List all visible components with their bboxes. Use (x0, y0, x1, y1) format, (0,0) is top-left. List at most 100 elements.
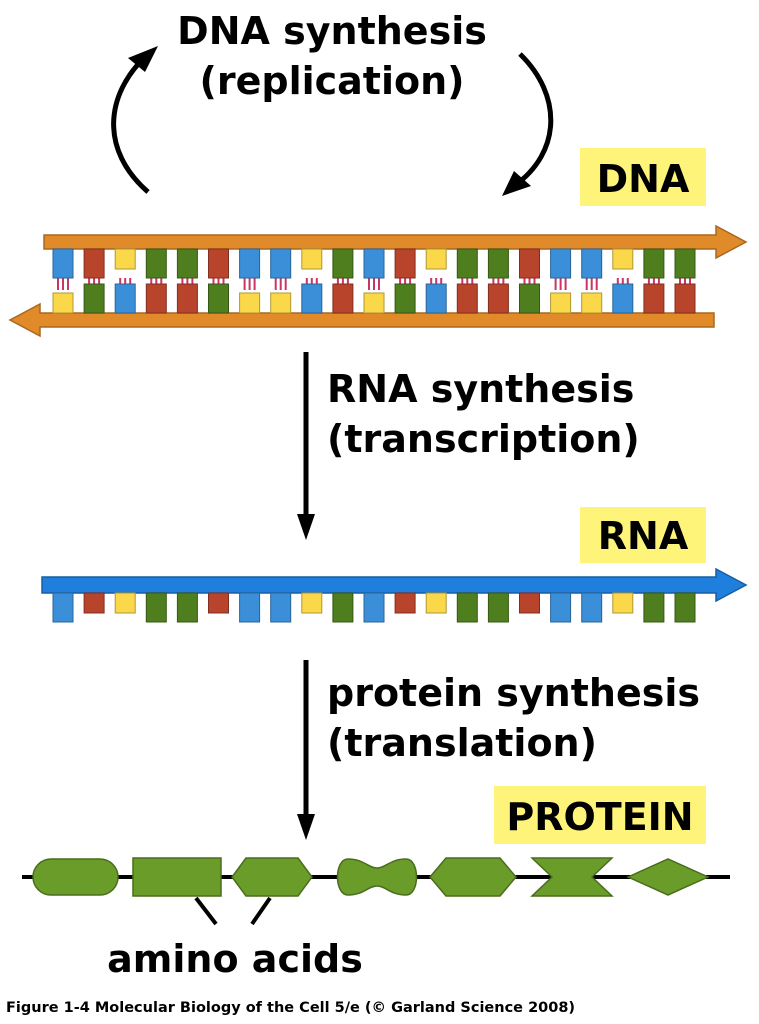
dna-base-pair (643, 248, 665, 314)
dna-base-pair (581, 248, 603, 314)
dna-bottom-base (239, 292, 261, 314)
amino-acid-bowtie (530, 857, 614, 897)
rna-base (363, 592, 385, 623)
dna-bottom-base (52, 292, 74, 314)
rna-label-box: RNA (580, 507, 706, 563)
dna-top-base (239, 248, 261, 279)
translation-label-line2: (translation) (327, 721, 597, 765)
dna-base-pair (208, 248, 229, 314)
dna-base-pair (145, 248, 167, 314)
dna-top-base (114, 248, 136, 270)
dna-bottom-base (301, 283, 323, 314)
dna-top-base (52, 248, 74, 279)
dna-base-pair (394, 248, 416, 314)
amino-acid-rectangle (132, 857, 222, 897)
dna-bottom-base (114, 283, 136, 314)
amino-acids-pointers (194, 896, 272, 926)
replication-label-line1: DNA synthesis (177, 9, 487, 53)
rna-base (456, 592, 478, 623)
dna-bottom-base (550, 292, 572, 314)
rna-single-strand (41, 567, 748, 623)
dna-base-pair (114, 248, 136, 314)
dna-base-pair (332, 248, 354, 314)
dna-top-base (332, 248, 354, 279)
rna-base (176, 592, 198, 623)
dna-top-base (612, 248, 634, 270)
dna-label-box: DNA (580, 148, 706, 206)
dna-base-pair (239, 248, 261, 314)
dna-bottom-base (176, 283, 198, 314)
dna-base-pair (550, 248, 572, 314)
dna-base-pair (176, 248, 198, 314)
dna-base-pair (363, 248, 385, 314)
rna-label: RNA (598, 514, 689, 558)
dna-double-strand (8, 224, 748, 338)
dna-bottom-base (208, 283, 229, 314)
replication-arrow-right (502, 52, 554, 196)
rna-base (581, 592, 603, 623)
amino-acid-capsule (32, 858, 119, 896)
dna-label: DNA (597, 157, 690, 201)
dna-base-pair (83, 248, 105, 314)
rna-base (301, 592, 323, 614)
rna-base (394, 592, 416, 614)
dna-base-pair (301, 248, 323, 314)
dna-top-base (456, 248, 478, 279)
dna-top-base (550, 248, 572, 279)
dna-base-pair (612, 248, 634, 314)
dna-top-base (487, 248, 509, 279)
dna-top-base (581, 248, 603, 279)
amino-acid-hexagon (429, 857, 517, 897)
dna-top-base (145, 248, 167, 279)
dna-base-pair (674, 248, 696, 314)
protein-label-box: PROTEIN (494, 786, 706, 844)
rna-base (643, 592, 665, 623)
protein-chain (22, 857, 730, 897)
rna-base (114, 592, 136, 614)
dna-bottom-base (581, 292, 603, 314)
replication-arrow-left (111, 46, 158, 194)
rna-base (519, 592, 540, 614)
dna-top-base (83, 248, 105, 279)
rna-base (52, 592, 74, 623)
rna-base (550, 592, 572, 623)
rna-base (332, 592, 354, 623)
dna-bottom-base (394, 283, 416, 314)
amino-acid-group (32, 857, 710, 897)
translation-arrow (297, 660, 315, 840)
transcription-arrow (297, 352, 315, 540)
dna-bottom-base (519, 283, 540, 314)
dna-base-pair (270, 248, 292, 314)
dna-top-base (425, 248, 447, 270)
dna-top-base (270, 248, 292, 279)
dna-base-pair (487, 248, 509, 314)
dna-top-base (394, 248, 416, 279)
rna-base (270, 592, 292, 623)
translation-label-line1: protein synthesis (327, 671, 700, 715)
dna-top-base (363, 248, 385, 279)
dna-bottom-base (643, 283, 665, 314)
dna-top-base (519, 248, 540, 279)
protein-label: PROTEIN (506, 795, 693, 839)
amino-acids-label: amino acids (107, 937, 363, 981)
dna-bottom-base (332, 283, 354, 314)
transcription-label-line1: RNA synthesis (327, 367, 634, 411)
dna-bottom-base (456, 283, 478, 314)
dna-base-pair (456, 248, 478, 314)
rna-base (612, 592, 634, 614)
amino-acid-diamond (626, 858, 710, 896)
dna-top-base (176, 248, 198, 279)
dna-top-base (643, 248, 665, 279)
transcription-label-line2: (transcription) (327, 417, 640, 461)
amino-acid-hexagon (231, 857, 313, 897)
rna-base (674, 592, 696, 623)
dna-top-base (208, 248, 229, 279)
rna-base (487, 592, 509, 623)
figure-caption: Figure 1-4 Molecular Biology of the Cell… (6, 1000, 575, 1016)
rna-base (208, 592, 229, 614)
dna-top-base (674, 248, 696, 279)
dna-bottom-base (145, 283, 167, 314)
rna-base (83, 592, 105, 614)
replication-label-line2: (replication) (199, 59, 464, 103)
rna-base (145, 592, 167, 623)
